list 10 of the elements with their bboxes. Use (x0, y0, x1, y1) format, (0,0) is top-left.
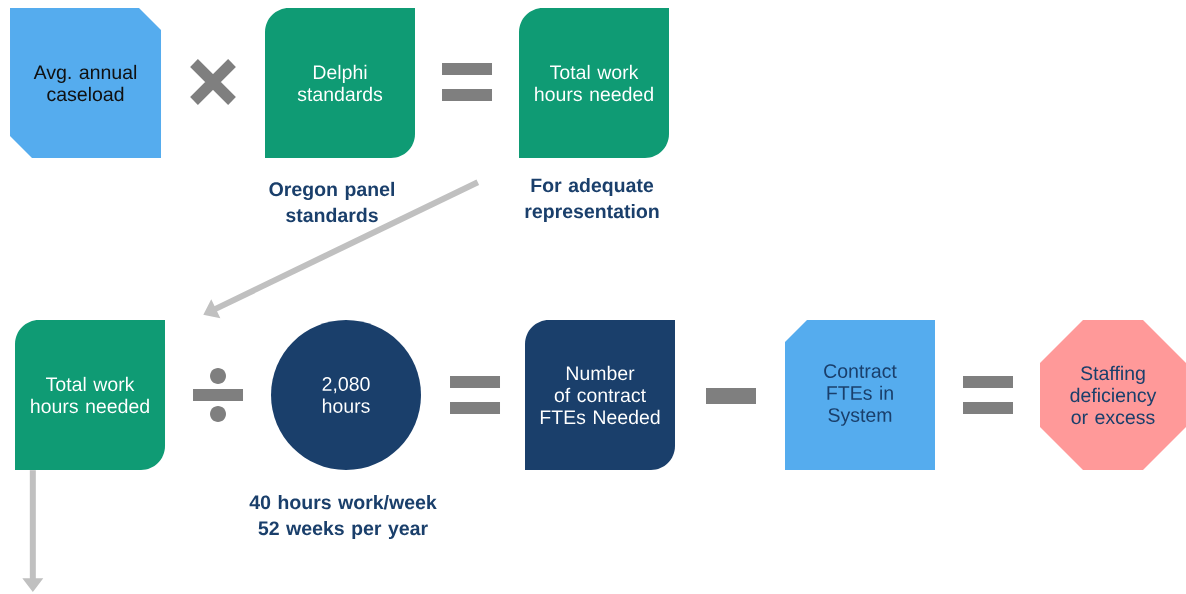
caption-text: Oregon panel standards (269, 181, 394, 223)
stop-octagon: Staffing deficiency or excess (1040, 320, 1186, 470)
process-box: Delphi standards (265, 8, 415, 158)
caption-text: 40 hours work/week 52 weeks per year (249, 494, 437, 540)
process-box: Contract FTEs in System (785, 320, 935, 470)
process-box: Avg. annual caseload (10, 8, 161, 158)
process-box: Number of contract FTEs Needed (525, 320, 675, 470)
caption-text: For adequate representation (525, 177, 659, 223)
process-box: Total work hours needed (15, 320, 165, 470)
process-box: Total work hours needed (519, 8, 669, 158)
